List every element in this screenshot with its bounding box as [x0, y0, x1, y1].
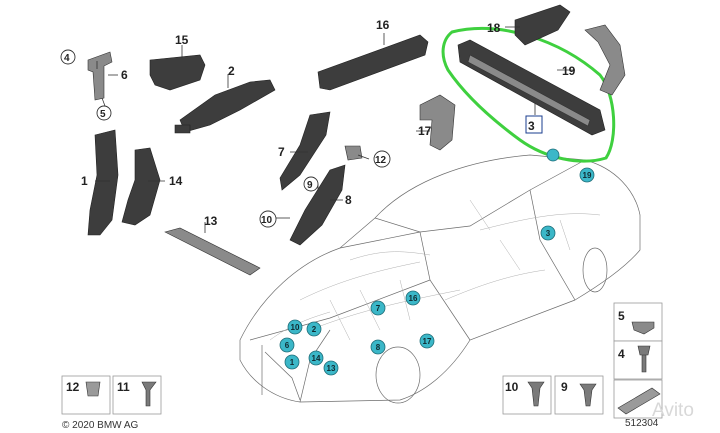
- legend-right: 5 4: [613, 302, 663, 419]
- legend-label-5: 5: [618, 309, 625, 323]
- callout-17: 17: [418, 124, 432, 138]
- callout-1: 1: [81, 174, 88, 188]
- callout-15: 15: [175, 33, 189, 47]
- callout-16: 16: [376, 18, 390, 32]
- location-marker-label: 2: [312, 325, 317, 334]
- copyright-text: © 2020 BMW AG: [62, 420, 139, 431]
- part-6-shape: [87, 51, 113, 101]
- location-marker-circle: [306, 321, 322, 337]
- part-3-shape: [457, 39, 606, 136]
- callout-8: 8: [345, 193, 352, 207]
- callout-2: 2: [228, 64, 235, 78]
- part-1-shape: [87, 129, 119, 236]
- part-15-shape: [149, 54, 206, 91]
- callout-14: 14: [169, 174, 183, 188]
- legend-label-4: 4: [618, 347, 625, 361]
- location-marker-label: 3: [546, 229, 551, 238]
- legend-box-9: [554, 375, 604, 415]
- legend-label-11: 11: [117, 380, 130, 394]
- location-marker-label: 14: [312, 354, 321, 363]
- part-7-shape: [279, 111, 331, 191]
- callout-4: 4: [64, 53, 70, 64]
- location-marker-circle: [370, 300, 386, 316]
- location-marker-top: [546, 148, 560, 162]
- leader-lines: [95, 26, 575, 233]
- legend-label-12: 12: [66, 380, 80, 394]
- callout-9-circle: [303, 176, 319, 192]
- location-marker-label: 16: [409, 294, 418, 303]
- part-2-shape: [174, 79, 276, 134]
- location-marker-circle: [308, 350, 324, 366]
- location-marker-circle: [370, 339, 386, 355]
- callout-6: 6: [121, 68, 128, 82]
- location-marker-circle: [323, 360, 339, 376]
- location-marker-label: 7: [376, 304, 381, 313]
- part-16-shape: [317, 34, 429, 91]
- callout-18: 18: [487, 21, 501, 35]
- callout-13: 13: [204, 214, 218, 228]
- legend-tape-icon: [617, 387, 661, 415]
- location-marker-circle: [419, 333, 435, 349]
- callout-3-box: [525, 115, 543, 134]
- part-19-shape: [584, 24, 626, 96]
- callout-5: 5: [100, 109, 106, 120]
- location-markers: 3 19 7 16 17 10 2 61 14 13 8: [279, 148, 595, 376]
- diagram-id: 512304: [625, 418, 659, 429]
- callout-12: 12: [375, 155, 387, 166]
- location-marker-circle: [287, 319, 303, 335]
- part-14-shape: [121, 147, 161, 226]
- legend-clip-5-icon: [631, 321, 655, 335]
- location-marker-circle: [405, 290, 421, 306]
- part-13-shape: [164, 227, 261, 276]
- car-outline: [239, 154, 641, 404]
- callout-5-circle: [96, 105, 112, 121]
- legend-clip-12-icon: [85, 381, 101, 397]
- callout-19: 19: [562, 64, 576, 78]
- legend-bolt-10-icon: [527, 381, 545, 407]
- callout-4-circle: [60, 49, 76, 65]
- callout-10-circle: [259, 210, 277, 228]
- part-18-shape: [514, 4, 571, 46]
- location-marker-label: 17: [423, 337, 432, 346]
- callout-3: 3: [528, 119, 535, 133]
- legend-screw-11-icon: [141, 381, 157, 407]
- legend-label-9: 9: [561, 380, 568, 394]
- part-17-shape: [419, 94, 456, 151]
- callout-7: 7: [278, 145, 285, 159]
- location-marker-label: 6: [285, 341, 290, 350]
- location-marker-circle: [579, 167, 595, 183]
- legend-bolt-9-icon: [579, 383, 597, 407]
- legend-bolt-4-icon: [637, 345, 651, 373]
- part-8-shape: [289, 164, 346, 246]
- legend-label-10: 10: [505, 380, 519, 394]
- location-marker-label: 13: [327, 364, 336, 373]
- location-marker-circle: [279, 337, 295, 353]
- callout-10: 10: [261, 215, 273, 226]
- callout-12-circle: [373, 150, 391, 168]
- location-marker-label: 8: [376, 343, 381, 352]
- watermark-text: Avito: [652, 400, 694, 421]
- location-marker-circle: [284, 354, 300, 370]
- location-marker-label: 19: [583, 171, 592, 180]
- location-marker-label: 1: [290, 358, 295, 367]
- callouts: 3 16 18 19 15 2 6 1 14 13 7 8 17 4 5 12 …: [60, 18, 576, 228]
- part-12-clip-shape: [344, 145, 363, 161]
- callout-9: 9: [307, 180, 313, 191]
- legend-middle: 10 9: [502, 375, 604, 415]
- location-marker-label: 10: [291, 323, 300, 332]
- highlight-part-3: [441, 27, 616, 163]
- location-marker-circle: [540, 225, 556, 241]
- legend-left: 12 11: [61, 375, 162, 415]
